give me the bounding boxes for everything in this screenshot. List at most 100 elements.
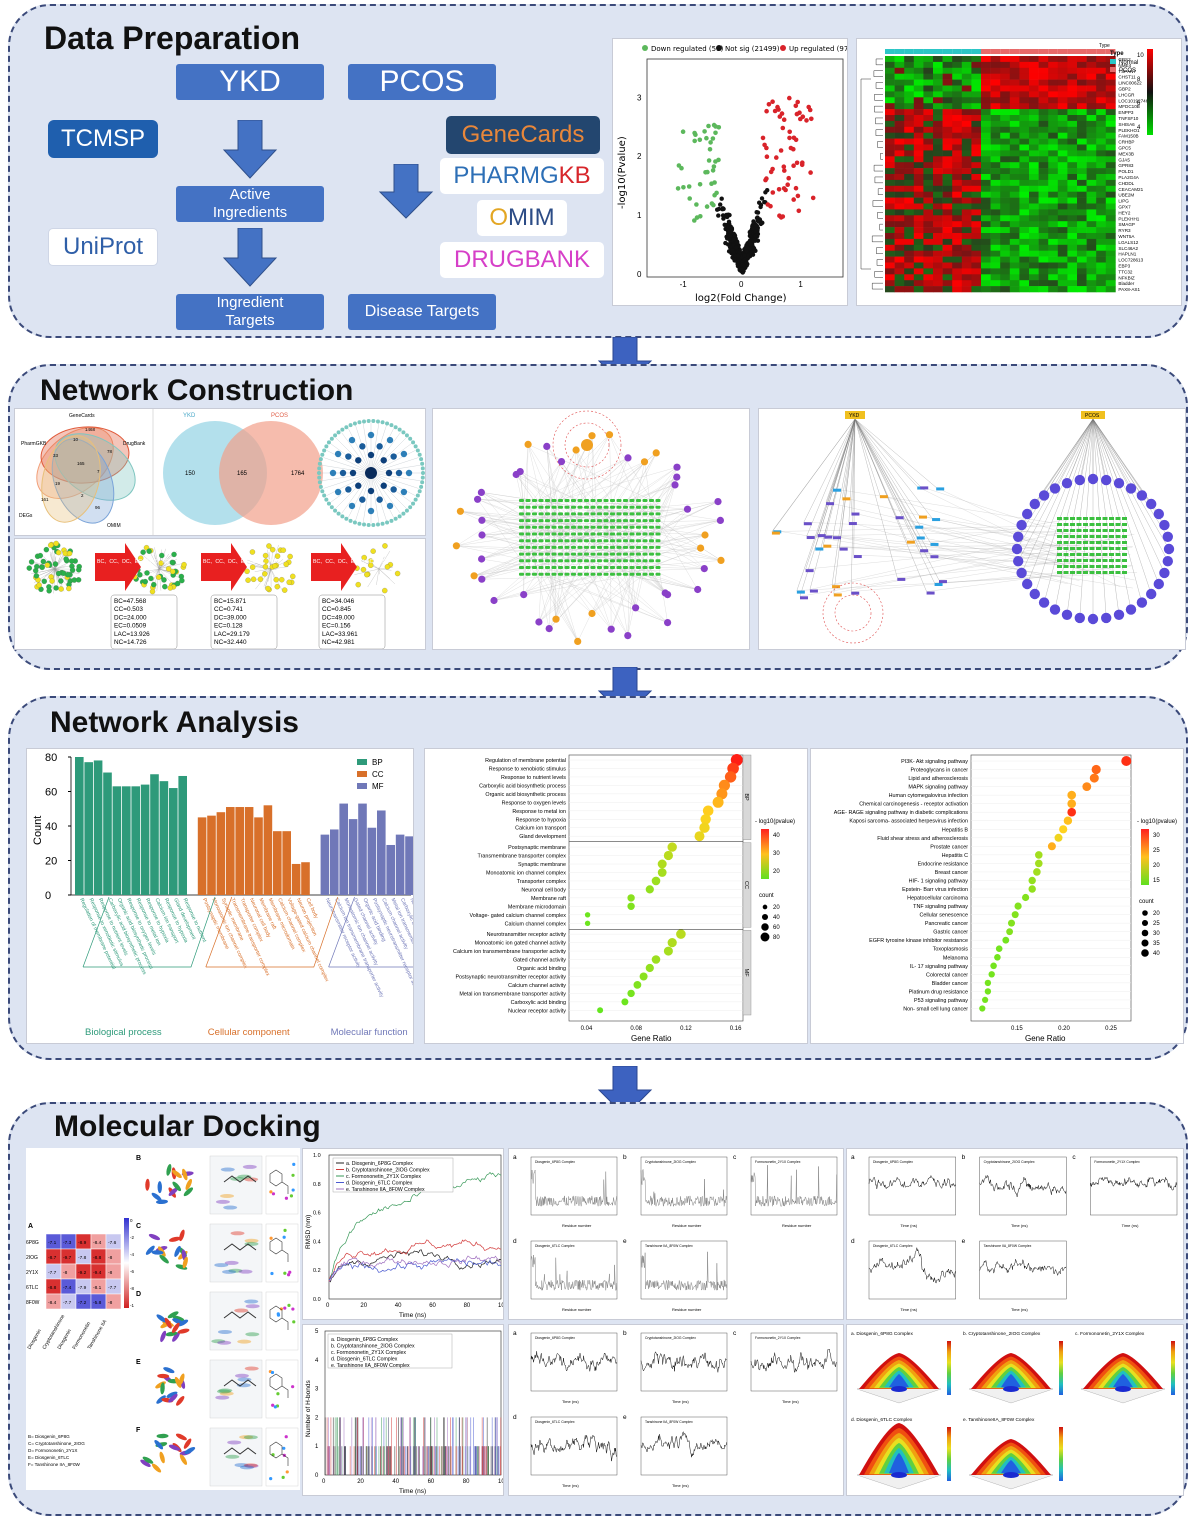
omim-text-o: O	[489, 204, 508, 231]
heatmap-cell	[1086, 79, 1097, 86]
volcano-point	[723, 240, 728, 246]
shared-target-node	[1070, 553, 1075, 556]
binding-site-view	[209, 1155, 263, 1215]
target-node	[623, 559, 628, 563]
heatmap-cell	[1086, 138, 1097, 145]
heatmap-gene-label: SHISA6	[1118, 122, 1135, 127]
network-node	[386, 502, 394, 510]
heatmap-cell	[981, 120, 991, 128]
md-series-line	[979, 1174, 1067, 1198]
interaction-residue	[291, 1188, 295, 1192]
target-node	[616, 519, 622, 523]
hbond-xtick: 60	[428, 1479, 435, 1485]
pose-letter: F	[136, 1427, 141, 1434]
heatmap-cell	[894, 274, 905, 281]
dendrogram-branch	[875, 129, 883, 136]
ligand	[223, 1175, 257, 1183]
shared-target-node	[1102, 571, 1108, 574]
heatmap-cell	[1038, 227, 1049, 234]
heatmap-cell	[894, 191, 905, 198]
heatmap-cell	[885, 238, 895, 246]
network-edge	[519, 501, 719, 520]
heatmap-cell	[981, 221, 991, 228]
heatmap-scale-label: 10	[1137, 53, 1144, 59]
network-edge	[607, 452, 657, 558]
compound-node	[694, 585, 702, 594]
network-node	[355, 482, 362, 489]
volcano-point	[718, 202, 723, 207]
kegg-dot-point	[1011, 911, 1019, 919]
network-node	[397, 514, 402, 519]
heatmap-cell	[1105, 209, 1116, 216]
heatmap-cell	[971, 197, 982, 204]
network-node	[413, 497, 418, 502]
volcano-point-down	[703, 170, 708, 175]
kegg-dot-point	[990, 962, 997, 970]
go-dot-term: Neurotransmitter receptor activity	[487, 932, 567, 938]
heatmap-cell	[1019, 221, 1030, 228]
volcano-point-down	[706, 158, 712, 163]
heatmap-cell	[923, 280, 934, 287]
kegg-dot-point	[1067, 790, 1076, 800]
heatmap-cell	[990, 179, 1001, 187]
shared-target-node	[1102, 517, 1108, 520]
network-node	[329, 469, 337, 477]
target-node	[551, 499, 557, 502]
target-node	[597, 552, 602, 556]
ribbon-segment	[166, 1391, 178, 1398]
target-node	[655, 519, 661, 523]
heatmap-cell	[1019, 286, 1030, 293]
heatmap-cell	[1009, 209, 1020, 216]
heatmap-cell	[981, 168, 991, 175]
volcano-point-down	[704, 204, 710, 209]
heatmap-cell	[1048, 120, 1059, 128]
kegg-dot-xlabel: Gene Ratio	[1025, 1034, 1066, 1043]
heatmap-type-cell	[942, 49, 953, 54]
target-node	[545, 539, 550, 543]
heatmap-gene-label: TTC32	[1118, 269, 1132, 274]
shared-target-node	[1122, 547, 1127, 550]
heatmap-cell	[1019, 185, 1030, 192]
shared-target-node	[1122, 553, 1127, 556]
network-node	[58, 578, 64, 584]
heatmap-cell	[894, 250, 905, 257]
target-node	[636, 512, 641, 516]
network-edge	[545, 550, 698, 590]
heatmap-cell	[961, 268, 972, 275]
network-edge	[826, 502, 1073, 558]
heatmap-cell	[990, 174, 1001, 181]
volcano-point-down	[676, 163, 682, 168]
go-dot-term: Carboxylic acid binding	[511, 1000, 566, 1006]
heatmap-cell	[1057, 280, 1068, 287]
go-bar	[235, 807, 244, 895]
network-edge	[591, 563, 659, 614]
heatmap-cell	[923, 103, 934, 110]
target-node	[532, 519, 537, 523]
heatmap-cell	[1048, 67, 1059, 74]
volcano-point	[724, 214, 729, 219]
kegg-dot-point	[1047, 842, 1056, 851]
network-edge	[378, 568, 380, 575]
heatmap-cell	[1086, 97, 1097, 104]
target-node	[584, 566, 589, 569]
volcano-point-up	[760, 135, 766, 141]
network-edge	[930, 519, 1068, 544]
heatmap-cell	[961, 109, 972, 116]
hbond-legend-label: c. Formononetin_2Y1X Complex	[331, 1350, 406, 1356]
fel-minimum	[1003, 1472, 1019, 1478]
network-cluster	[26, 540, 82, 594]
go-dot-term: Organic acid binding	[517, 966, 566, 972]
heatmap-cell	[942, 280, 953, 287]
shared-target-node	[1109, 547, 1114, 550]
network-node	[336, 430, 341, 435]
network-node	[181, 561, 187, 568]
go-bar	[254, 817, 263, 895]
md-panel-letter: e	[623, 1414, 627, 1421]
docking-heat-value: -7.9	[78, 1285, 87, 1291]
compound-node	[895, 516, 904, 520]
heatmap-cell	[923, 250, 934, 257]
compound-node	[671, 481, 679, 489]
heatmap-cell	[981, 138, 991, 145]
